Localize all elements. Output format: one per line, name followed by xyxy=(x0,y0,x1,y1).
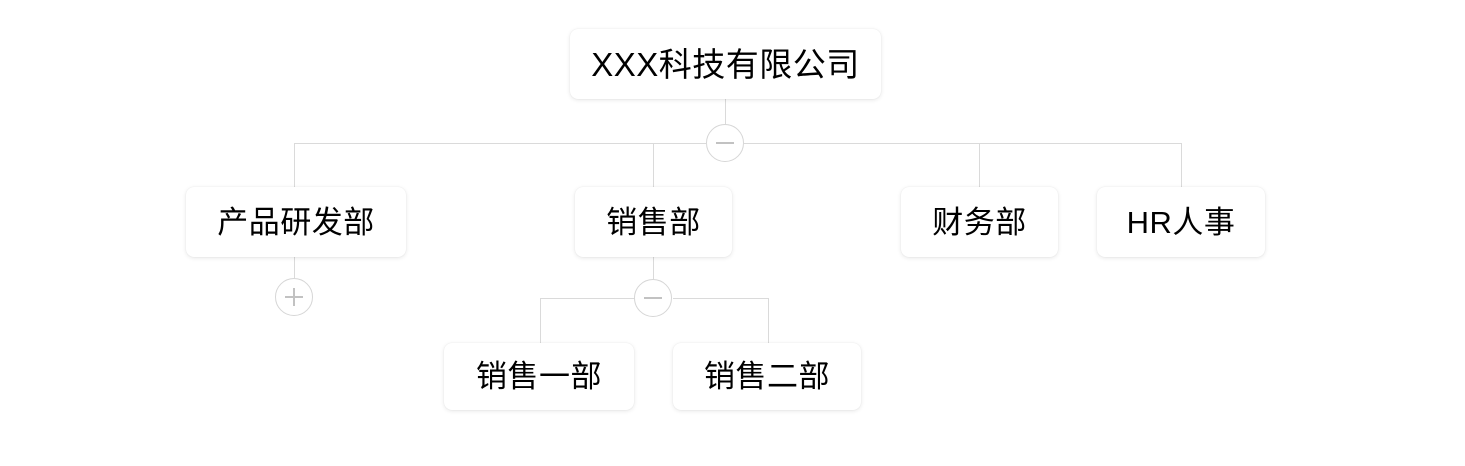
org-node-sales-dept-2[interactable]: 销售二部 xyxy=(673,343,861,410)
org-node-hr[interactable]: HR人事 xyxy=(1097,187,1265,257)
org-node-finance-label: 财务部 xyxy=(932,204,1027,240)
connector-sales-stem xyxy=(653,257,654,279)
minus-circle-icon-root[interactable] xyxy=(706,124,744,162)
connector-root-bus-right xyxy=(744,143,1182,144)
connector-drop-finance xyxy=(979,143,980,187)
org-node-sales-dept-1-label: 销售一部 xyxy=(476,359,602,394)
connector-root-bus-left xyxy=(294,143,706,144)
minus-glyph xyxy=(644,297,662,299)
connector-rnd-stem xyxy=(294,257,295,278)
connector-drop-sales2 xyxy=(768,298,769,343)
connector-root-stem xyxy=(725,99,726,124)
plus-glyph-vertical xyxy=(293,288,295,306)
minus-glyph xyxy=(716,142,734,144)
org-node-sales-dept-1[interactable]: 销售一部 xyxy=(444,343,634,410)
connector-drop-sales xyxy=(653,143,654,187)
org-node-root[interactable]: XXX科技有限公司 xyxy=(570,29,881,99)
org-node-product-rnd[interactable]: 产品研发部 xyxy=(186,187,406,257)
org-node-sales[interactable]: 销售部 xyxy=(575,187,732,257)
org-node-sales-label: 销售部 xyxy=(606,204,701,240)
connector-drop-rnd xyxy=(294,143,295,187)
org-node-finance[interactable]: 财务部 xyxy=(901,187,1058,257)
connector-drop-sales1 xyxy=(540,298,541,343)
org-node-hr-label: HR人事 xyxy=(1126,204,1236,240)
org-node-product-rnd-label: 产品研发部 xyxy=(217,204,375,240)
plus-circle-icon-product-rnd[interactable] xyxy=(275,278,313,316)
connector-drop-hr xyxy=(1181,143,1182,187)
org-node-sales-dept-2-label: 销售二部 xyxy=(704,359,830,394)
connector-sales-bus-left xyxy=(540,298,635,299)
connector-sales-bus-right xyxy=(673,298,769,299)
org-node-root-label: XXX科技有限公司 xyxy=(591,45,860,83)
minus-circle-icon-sales[interactable] xyxy=(634,279,672,317)
